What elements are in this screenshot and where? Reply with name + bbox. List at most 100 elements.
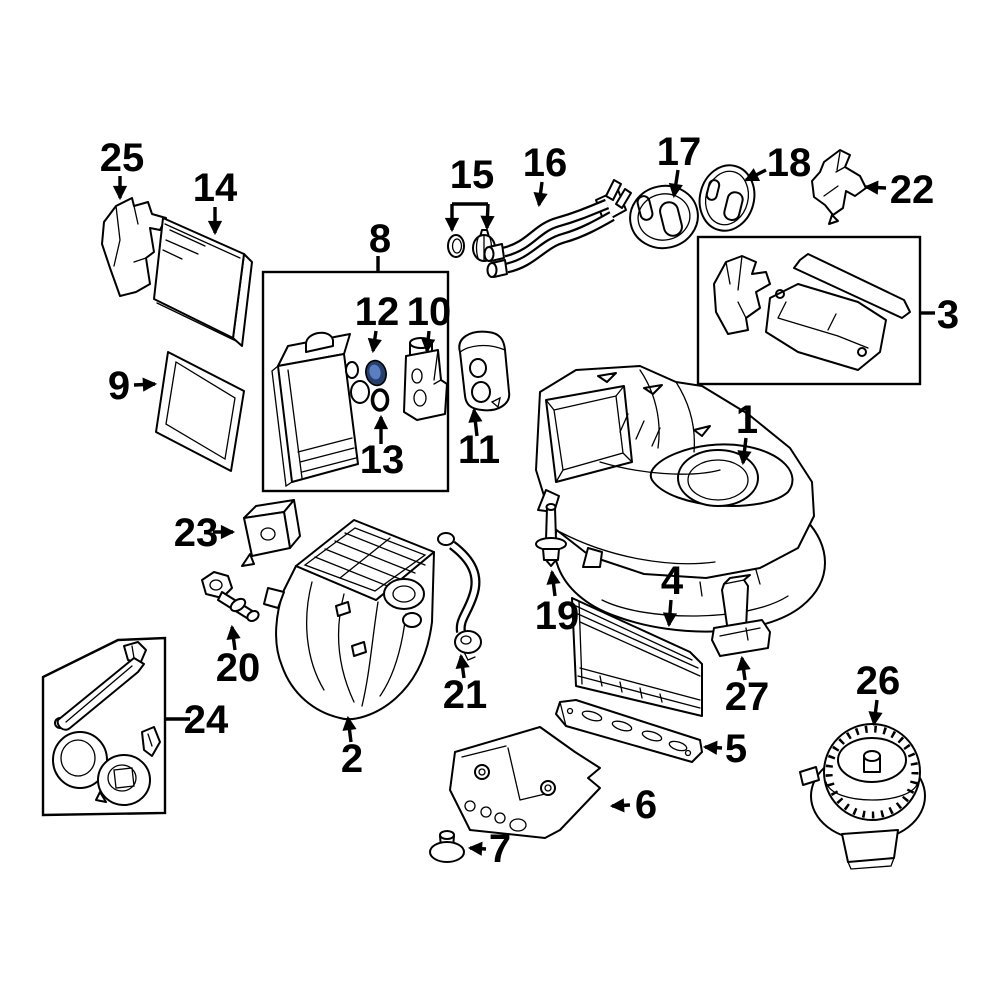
- callout-27-arrow: [736, 655, 751, 681]
- part-14-core: [153, 217, 253, 347]
- callout-23-label: 23: [174, 511, 219, 555]
- callout-27: 27: [725, 655, 770, 719]
- callout-6-label: 6: [635, 783, 657, 827]
- part-20-sensor: [201, 571, 260, 623]
- callout-5: 5: [702, 727, 747, 771]
- callout-7: 7: [467, 827, 511, 871]
- callout-10: 10: [407, 290, 452, 354]
- part-17-grommet: [629, 184, 699, 250]
- callout-15-label: 15: [450, 153, 495, 197]
- callout-3: 3: [921, 293, 959, 337]
- callout-12-label: 12: [355, 290, 400, 334]
- group-box-24: [41, 636, 167, 817]
- part-7-grommet: [429, 830, 465, 863]
- callout-1-arrow: [737, 437, 752, 466]
- callout-9: 9: [108, 364, 158, 408]
- callout-4-arrow: [662, 599, 678, 628]
- part-1-hvac-housing: [535, 365, 826, 633]
- callout-1-label: 1: [736, 398, 758, 442]
- callout-18: 18: [744, 141, 811, 185]
- callout-19: 19: [535, 569, 580, 638]
- part-19-stud: [535, 503, 567, 567]
- callout-24: 24: [166, 698, 229, 742]
- part-4-cabin-filter: [571, 597, 703, 717]
- callout-25: 25: [100, 136, 145, 201]
- callout-9-label: 9: [108, 364, 130, 408]
- callout-6-arrow: [609, 798, 631, 813]
- callout-26-arrow: [868, 699, 883, 727]
- callout-5-arrow: [702, 740, 723, 755]
- callout-10-label: 10: [407, 290, 452, 334]
- part-25-bracket: [101, 197, 167, 297]
- callout-8-label: 8: [369, 217, 391, 261]
- part-26-blower-motor: [799, 723, 926, 870]
- part-27-bracket: [711, 574, 771, 657]
- callout-15-arrow-right: [480, 203, 495, 231]
- callout-24-label: 24: [184, 698, 229, 742]
- callout-17-label: 17: [657, 130, 702, 174]
- callout-11: 11: [458, 407, 500, 472]
- part-11-insulator: [458, 330, 511, 412]
- part-13-oring: [370, 388, 390, 412]
- group-box-8: [261, 270, 450, 493]
- part-16-heater-pipes: [483, 179, 632, 278]
- part-12-seal-inner[interactable]: [368, 363, 382, 380]
- callout-22-arrow: [863, 180, 887, 195]
- callout-11-arrow: [468, 407, 483, 437]
- callout-2-label: 2: [341, 737, 363, 781]
- callout-25-label: 25: [100, 136, 145, 180]
- callout-26-label: 26: [856, 659, 901, 703]
- callout-20-label: 20: [216, 646, 261, 690]
- callout-7-label: 7: [489, 827, 511, 871]
- callout-22-label: 22: [890, 168, 935, 212]
- callout-10-arrow: [421, 330, 436, 354]
- callout-13: 13: [360, 414, 405, 482]
- callout-12: 12: [355, 290, 400, 354]
- part-22-bracket: [811, 149, 867, 225]
- callout-17: 17: [657, 130, 702, 199]
- callout-23: 23: [174, 511, 236, 555]
- part-23-actuator: [241, 499, 301, 567]
- callout-16-label: 16: [523, 141, 568, 185]
- callout-13-label: 13: [360, 438, 405, 482]
- callout-20: 20: [216, 624, 261, 690]
- callout-21-arrow: [455, 653, 470, 679]
- part-9-frame: [155, 351, 245, 472]
- callout-12-arrow: [367, 330, 382, 354]
- part-12-seal-highlighted[interactable]: [363, 358, 388, 387]
- callout-8: 8: [369, 217, 391, 271]
- callout-5-label: 5: [725, 727, 747, 771]
- callout-11-label: 11: [458, 428, 500, 472]
- callout-2-arrow: [342, 715, 357, 743]
- callout-1: 1: [736, 398, 758, 466]
- callout-18-arrow: [744, 168, 767, 182]
- group-box-3: [696, 235, 922, 386]
- callouts: 25 14 9 8 12 10 13 11: [100, 130, 959, 871]
- callout-22: 22: [863, 168, 935, 212]
- part-21-drain-hose: [437, 532, 482, 661]
- callout-14: 14: [193, 166, 238, 236]
- callout-15: 15: [444, 153, 495, 233]
- callout-16: 16: [523, 141, 568, 208]
- callout-6: 6: [609, 783, 657, 827]
- callout-21-label: 21: [443, 673, 488, 717]
- callout-19-label: 19: [535, 594, 580, 638]
- part-6-plate: [449, 726, 601, 839]
- callout-4-label: 4: [661, 559, 684, 603]
- callout-9-arrow: [133, 377, 158, 392]
- part-2-distribution-housing: [263, 519, 435, 721]
- part-8-evaporator: [271, 331, 370, 488]
- callout-27-label: 27: [725, 675, 770, 719]
- part-5-rail: [555, 699, 703, 763]
- callout-21: 21: [443, 653, 488, 717]
- callout-4: 4: [661, 559, 684, 628]
- callout-16-arrow: [533, 181, 548, 208]
- callout-26: 26: [856, 659, 901, 727]
- part-3-bracket-set: [713, 253, 911, 371]
- callout-3-label: 3: [937, 293, 959, 337]
- callout-20-arrow: [226, 624, 241, 651]
- part-18-grommet: [698, 164, 756, 232]
- part-24-linkage-kit: [52, 641, 161, 806]
- callout-17-arrow: [668, 169, 683, 199]
